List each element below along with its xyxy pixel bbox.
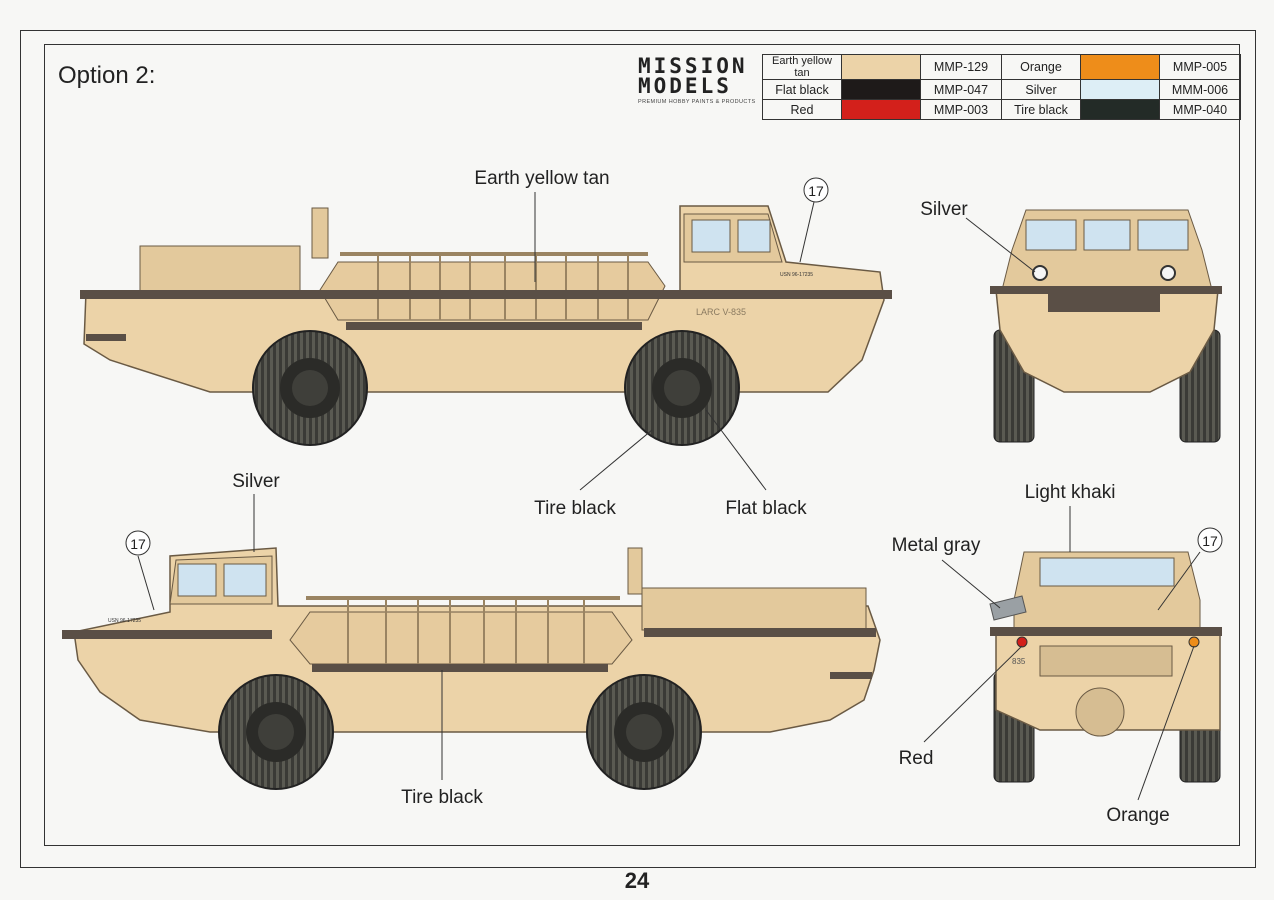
callout-silver-front: Silver (920, 199, 968, 220)
paint-code: MMP-005 (1159, 54, 1241, 80)
callout-metal-color: Metal gray (892, 535, 981, 556)
brand-tagline: PREMIUM HOBBY PAINTS & PRODUCTS (638, 99, 756, 105)
callout-orange-color: Orange (1106, 805, 1169, 826)
option-title: Option 2: (58, 62, 156, 89)
brand-logo: MISSION MODELS PREMIUM HOBBY PAINTS & PR… (638, 54, 762, 106)
paint-swatch (1080, 54, 1160, 80)
side-number-top: USN 96-17235 (780, 272, 813, 278)
hull-code-top: LARC V-835 (696, 307, 746, 317)
paint-swatch (841, 54, 921, 80)
rear-code: 835 (1012, 657, 1026, 666)
inner-frame (44, 44, 1240, 846)
paint-table: Earth yellow tan MMP-129 Orange MMP-005 … (762, 54, 1241, 120)
marking-badge: 17 (1197, 527, 1223, 553)
wheel (252, 330, 368, 446)
wheel (624, 330, 740, 446)
paint-swatch (1080, 99, 1160, 120)
callout-tire-color: Tire black (401, 787, 483, 808)
marking-badge: 17 (125, 530, 151, 556)
side-number-bottom: USN 96-17235 (108, 618, 141, 624)
wheel (218, 674, 334, 790)
leader-lines (137, 192, 1201, 801)
top-front-view (990, 209, 1222, 443)
top-side-view: USN 96-17235 LARC V-835 (80, 205, 892, 446)
paint-row: Earth yellow tan MMP-129 Orange MMP-005 (762, 54, 1241, 80)
callout-red-color: Red (899, 748, 934, 769)
marking-badge: 17 (803, 177, 829, 203)
paint-swatch (1080, 79, 1160, 100)
callout-body-color: Earth yellow tan (474, 168, 609, 189)
callout-hub-color: Flat black (725, 498, 807, 519)
wheel (586, 674, 702, 790)
page-number: 24 (624, 868, 650, 893)
paint-name: Tire black (1001, 99, 1081, 120)
paint-code: MMP-040 (1159, 99, 1241, 120)
bottom-side-view: USN 96-17235 (62, 547, 881, 790)
paint-row: Red MMP-003 Tire black MMP-040 (762, 99, 1241, 120)
outer-frame (20, 30, 1256, 868)
paint-name: Orange (1001, 54, 1081, 80)
marking-number: 17 (130, 536, 146, 552)
paint-swatch (841, 99, 921, 120)
paint-name: Red (762, 99, 842, 120)
callout-khaki-color: Light khaki (1025, 482, 1116, 503)
paint-swatch (841, 79, 921, 100)
brand-line-2: MODELS (638, 74, 732, 98)
brand-line-1: MISSION (638, 54, 748, 78)
marking-number: 17 (808, 183, 824, 199)
callout-silver-side: Silver (232, 471, 280, 492)
paint-code: MMP-129 (920, 54, 1002, 80)
callout-tire-color: Tire black (534, 498, 616, 519)
marking-number: 17 (1202, 533, 1218, 549)
bottom-rear-view: 835 (989, 551, 1222, 783)
